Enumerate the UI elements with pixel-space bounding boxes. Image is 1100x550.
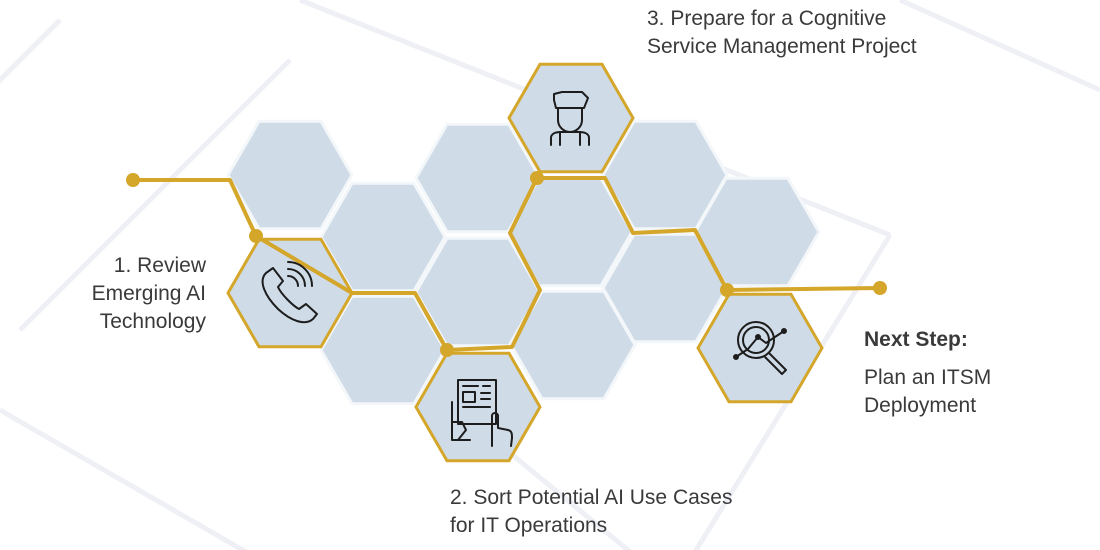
step-1-label: 1. Review Emerging AI Technology: [60, 252, 206, 336]
next-step-label: Next Step: Plan an ITSM Deployment: [864, 326, 991, 420]
document-touch-icon: [451, 379, 513, 447]
hex-next-step: [696, 292, 824, 404]
next-step-line: Plan an ITSM: [864, 366, 992, 389]
step-2-label: 2. Sort Potential AI Use Cases for IT Op…: [450, 484, 732, 540]
step-1-line: Emerging AI: [91, 282, 206, 305]
next-step-line: Deployment: [864, 394, 977, 417]
step-3-line: 3. Prepare for a Cognitive: [647, 7, 887, 30]
step-1-line: Technology: [99, 310, 206, 333]
step-2-line: for IT Operations: [450, 514, 608, 537]
hex: [601, 119, 729, 231]
path-node-dot: [249, 229, 263, 243]
path-node-dot: [720, 283, 734, 297]
hex: [226, 119, 354, 231]
path-node-dot: [440, 343, 454, 357]
person-icon: [550, 91, 590, 146]
icon-layer: [261, 91, 787, 447]
path-end-dot: [873, 281, 887, 295]
step-1-line: 1. Review: [113, 254, 206, 277]
next-step-title: Next Step:: [864, 328, 968, 351]
hex: [509, 289, 637, 401]
magnifier-analytics-icon: [733, 321, 787, 375]
path-start-dot: [126, 173, 140, 187]
path-node-dot: [530, 171, 544, 185]
path-line: [133, 176, 881, 352]
step-2-line: 2. Sort Potential AI Use Cases: [450, 486, 733, 509]
process-path: [126, 171, 887, 357]
hexagon-grid: [226, 62, 824, 463]
step-3-label: 3. Prepare for a Cognitive Service Manag…: [647, 5, 917, 61]
phone-icon: [261, 261, 318, 324]
step-3-line: Service Management Project: [647, 35, 917, 58]
